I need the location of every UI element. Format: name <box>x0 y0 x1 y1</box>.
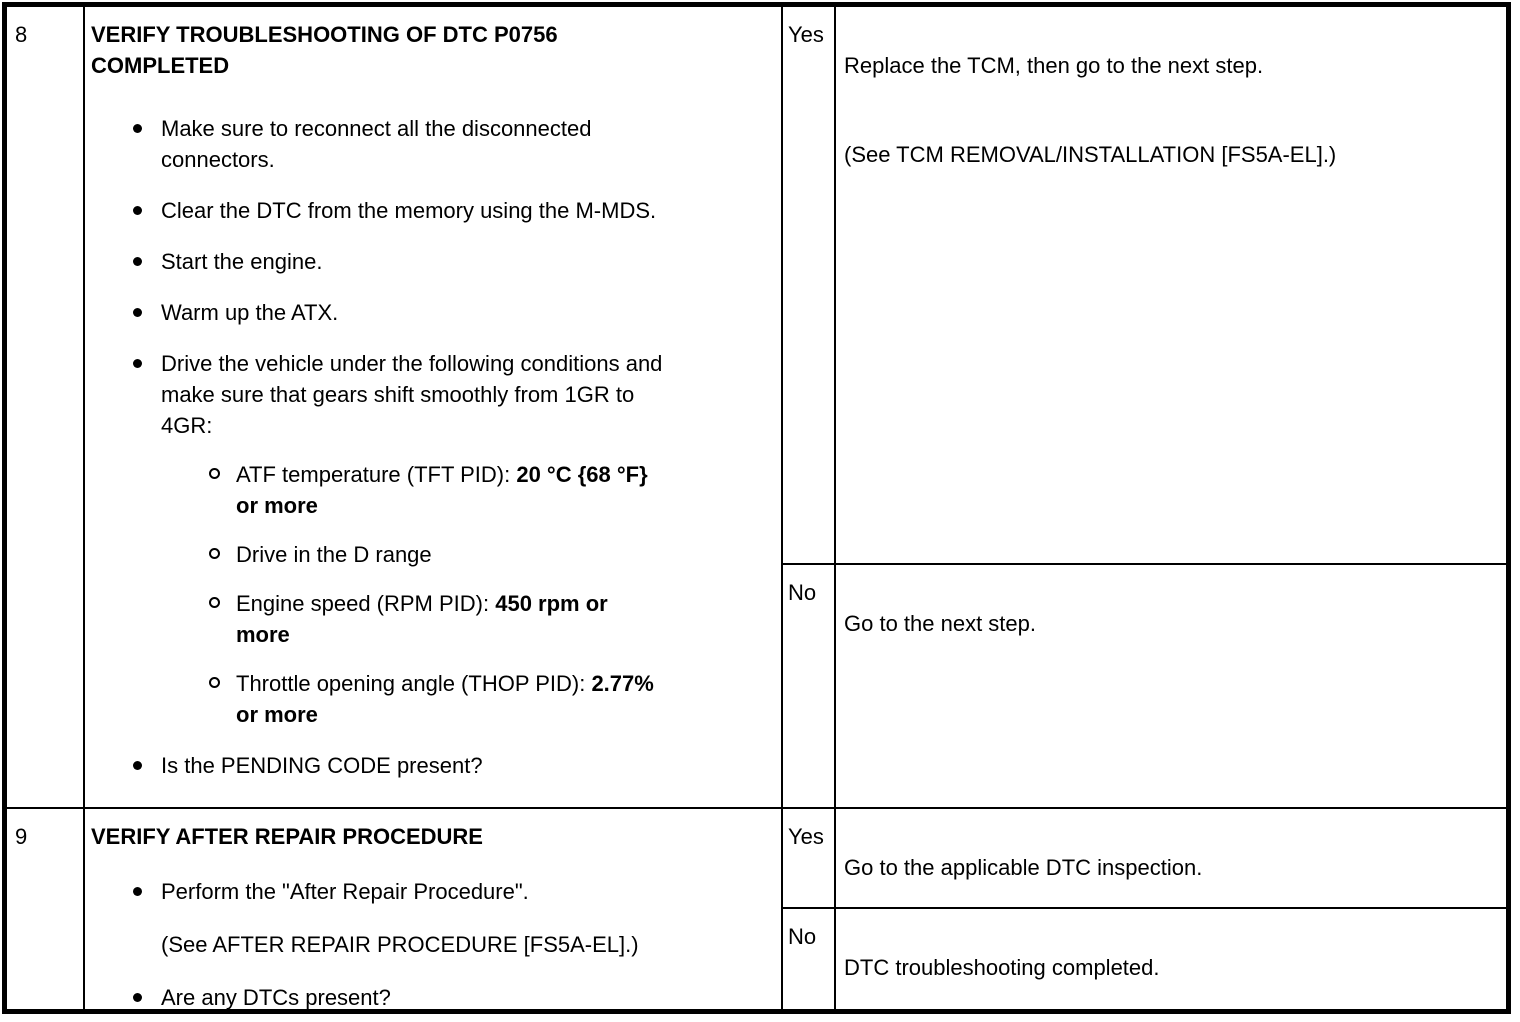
bullet-text: Start the engine. <box>161 249 323 274</box>
no-action: Go to the next step. <box>836 565 1506 807</box>
action-title: VERIFY AFTER REPAIR PROCEDURE <box>91 824 483 849</box>
bullet-icon <box>133 206 142 215</box>
step-number: 8 <box>15 22 28 47</box>
bullet-text: Drive in the D range <box>236 542 432 567</box>
circle-bullet-icon <box>209 548 220 559</box>
list-item: Is the PENDING CODE present? <box>91 750 775 781</box>
bullet-icon <box>133 308 142 317</box>
yes-action: Replace the TCM, then go to the next ste… <box>836 7 1506 563</box>
table-row-step-8: 8 VERIFY TROUBLESHOOTING OF DTC P0756 CO… <box>7 7 1506 807</box>
list-item: Clear the DTC from the memory using the … <box>91 195 775 226</box>
yes-action: Go to the applicable DTC inspection. <box>836 809 1506 907</box>
yes-branch: Yes Go to the applicable DTC inspection. <box>783 809 1506 909</box>
list-item: Drive the vehicle under the following co… <box>91 348 775 441</box>
bullet-text: Is the PENDING CODE present? <box>161 753 483 778</box>
action-result: Go to the next step. <box>844 611 1037 636</box>
action-result: DTC troubleshooting completed. <box>844 955 1160 980</box>
action-cell: VERIFY TROUBLESHOOTING OF DTC P0756 COMP… <box>83 7 781 807</box>
circle-bullet-icon <box>209 468 220 479</box>
table-row-step-9: 9 VERIFY AFTER REPAIR PROCEDURE Perform … <box>7 807 1506 1009</box>
bullet-text: Drive the vehicle under the following co… <box>161 351 663 438</box>
sub-list-item: Drive in the D range <box>91 539 775 570</box>
no-branch: No DTC troubleshooting completed. <box>783 909 1506 1009</box>
decision-cell: Yes Replace the TCM, then go to the next… <box>781 7 1506 807</box>
reference-note: (See TCM REMOVAL/INSTALLATION [FS5A-EL].… <box>844 142 1337 167</box>
action-title: VERIFY TROUBLESHOOTING OF DTC P0756 COMP… <box>91 22 558 78</box>
action-result: Replace the TCM, then go to the next ste… <box>844 53 1264 78</box>
no-label: No <box>783 565 836 807</box>
list-item: Warm up the ATX. <box>91 297 775 328</box>
yes-label: Yes <box>783 7 836 563</box>
no-branch: No Go to the next step. <box>783 565 1506 807</box>
list-item: Make sure to reconnect all the disconnec… <box>91 113 775 175</box>
list-item: Start the engine. <box>91 246 775 277</box>
bullet-icon <box>133 993 142 1002</box>
sub-list-item: Throttle opening angle (THOP PID): 2.77%… <box>91 668 775 730</box>
bullet-text: Are any DTCs present? <box>161 985 391 1009</box>
reference-note: (See AFTER REPAIR PROCEDURE [FS5A-EL].) <box>161 932 639 957</box>
list-item: Are any DTCs present? <box>91 982 775 1009</box>
bullet-text: Throttle opening angle (THOP PID): 2.77%… <box>236 671 654 727</box>
bullet-icon <box>133 359 142 368</box>
bullet-text: Perform the "After Repair Procedure". <box>161 879 529 904</box>
no-label: No <box>783 909 836 1009</box>
yes-branch: Yes Replace the TCM, then go to the next… <box>783 7 1506 565</box>
action-result: Go to the applicable DTC inspection. <box>844 855 1203 880</box>
circle-bullet-icon <box>209 677 220 688</box>
decision-cell: Yes Go to the applicable DTC inspection.… <box>781 809 1506 1009</box>
bullet-text: Make sure to reconnect all the disconnec… <box>161 116 592 172</box>
bullet-icon <box>133 257 142 266</box>
bullet-icon <box>133 887 142 896</box>
bullet-icon <box>133 124 142 133</box>
sub-list-item: Engine speed (RPM PID): 450 rpm or more <box>91 588 775 650</box>
bullet-text: Engine speed (RPM PID): 450 rpm or more <box>236 591 608 647</box>
step-number: 9 <box>15 824 28 849</box>
bullet-text: ATF temperature (TFT PID): 20 °C {68 °F}… <box>236 462 648 518</box>
no-action: DTC troubleshooting completed. <box>836 909 1506 1009</box>
bullet-text: Clear the DTC from the memory using the … <box>161 198 657 223</box>
bullet-text: Warm up the ATX. <box>161 300 339 325</box>
yes-label: Yes <box>783 809 836 907</box>
bullet-icon <box>133 761 142 770</box>
list-item: Perform the "After Repair Procedure". <box>91 876 775 907</box>
sub-list-item: ATF temperature (TFT PID): 20 °C {68 °F}… <box>91 459 775 521</box>
circle-bullet-icon <box>209 597 220 608</box>
action-cell: VERIFY AFTER REPAIR PROCEDURE Perform th… <box>83 809 781 1009</box>
